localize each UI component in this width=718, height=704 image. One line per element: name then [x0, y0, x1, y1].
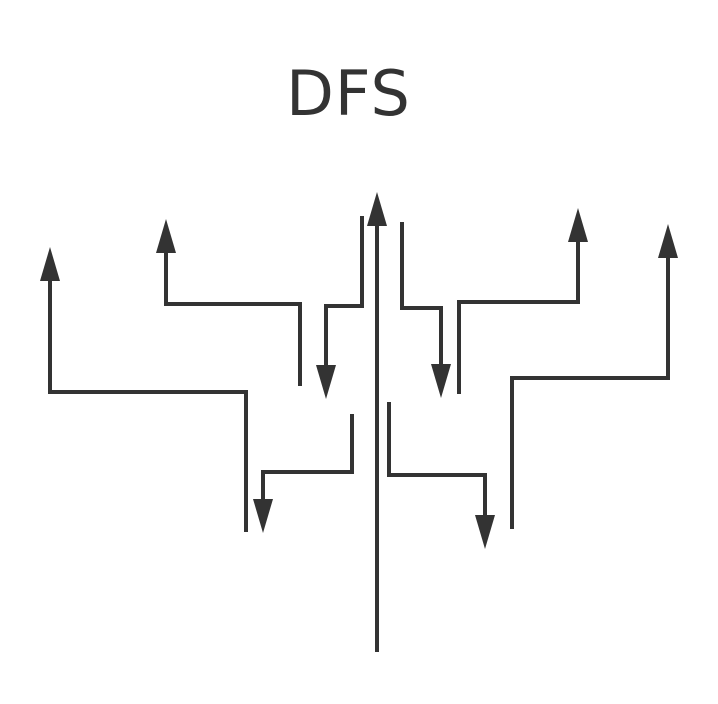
left-upper-branch-arrow — [156, 219, 302, 386]
left-inner-down-arrow — [316, 216, 364, 399]
trunk-arrow — [367, 192, 387, 652]
left-outer-branch-arrow — [40, 247, 248, 532]
left-lower-down-arrow — [253, 414, 354, 533]
right-outer-branch-arrow — [510, 224, 678, 529]
right-lower-down-arrow — [387, 402, 495, 549]
right-inner-down-arrow — [400, 222, 451, 398]
diagram-title: DFS — [286, 57, 411, 130]
right-upper-branch-arrow — [457, 208, 588, 394]
